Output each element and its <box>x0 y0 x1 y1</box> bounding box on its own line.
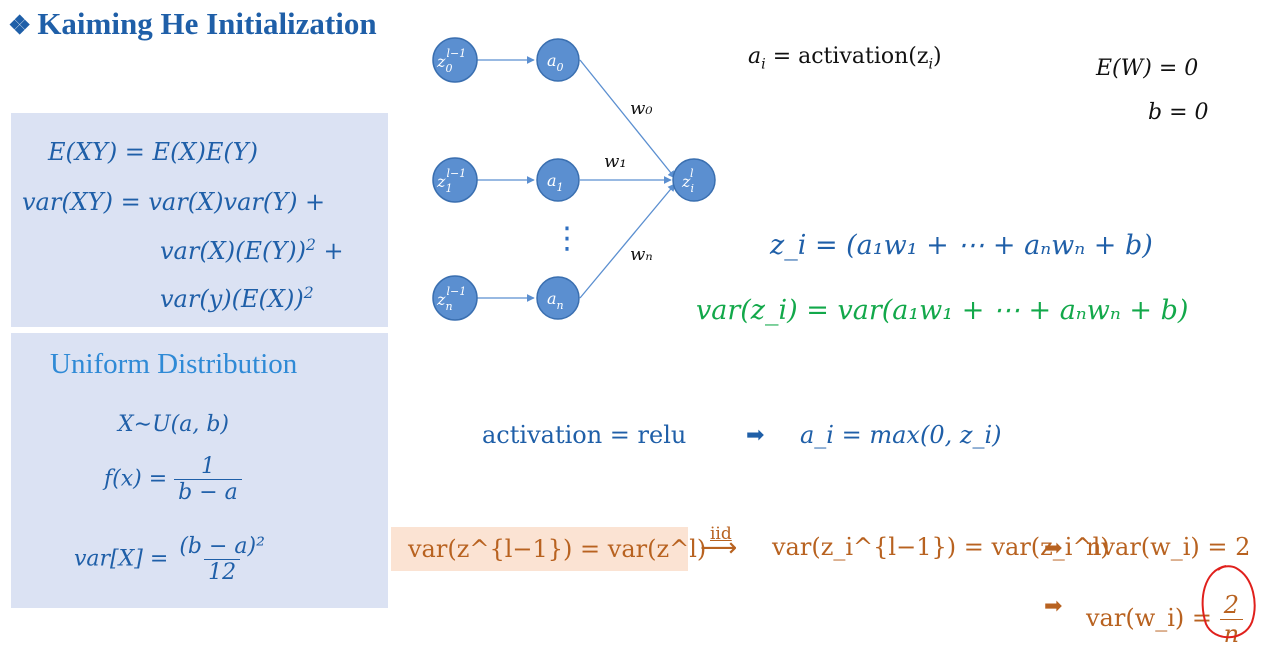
variance-product-eq-line2: var(X)(E(Y))2 + <box>160 236 344 265</box>
weight-w1: w₁ <box>604 151 627 172</box>
node-zn: znl−1 <box>432 275 478 321</box>
svg-text:znl−1: znl−1 <box>436 285 466 313</box>
svg-text:z0l−1: z0l−1 <box>436 47 466 75</box>
activation-relu-eq: activation = relu <box>482 421 687 449</box>
node-a1: a1 <box>536 158 580 202</box>
var-w-lhs: var(w_i) = <box>1086 604 1220 632</box>
iid-label: iid <box>710 524 732 544</box>
svg-text:a0: a0 <box>547 51 564 74</box>
ellipsis-vertical: ⋮ <box>552 221 582 256</box>
edge-an-zi <box>579 183 676 299</box>
var-w-denominator: n <box>1219 619 1244 648</box>
var-lhs: var[X] = <box>74 546 176 572</box>
node-zi: zil <box>672 158 716 202</box>
identities-panel <box>11 113 388 327</box>
right-arrow-icon: ➡ <box>746 423 765 448</box>
nvar-eq: nvar(w_i) = 2 <box>1086 533 1251 561</box>
uniform-panel <box>11 333 388 608</box>
var-numerator: (b − a)² <box>179 534 265 559</box>
variance-product-eq-line3: var(y)(E(X))2 <box>160 284 314 313</box>
variance-term-3: var(y)(E(X)) <box>160 285 304 313</box>
svg-text:zil: zil <box>681 167 694 195</box>
var-zi-eq: var(z_i) = var(a₁w₁ + ⋯ + aₙwₙ + b) <box>696 295 1189 326</box>
pdf-denominator: b − a <box>174 479 242 505</box>
handwritten-circle-mark <box>1201 565 1256 639</box>
z-sub: i <box>928 56 934 73</box>
var-layers-eq: var(z^{l−1}) = var(z^l) <box>408 535 707 563</box>
svg-text:z1l−1: z1l−1 <box>436 167 466 195</box>
square-sup: 2 <box>303 284 314 302</box>
node-z0: z0l−1 <box>432 37 478 83</box>
var-layers-i-eq: var(z_i^{l−1}) = var(z_i^l) <box>772 533 1110 561</box>
weight-wn: wₙ <box>630 244 653 265</box>
uniform-dist-eq: X∼U(a, b) <box>118 412 229 437</box>
bias-eq: b = 0 <box>1148 100 1209 125</box>
node-z1: z1l−1 <box>432 157 478 203</box>
var-denominator: 12 <box>204 559 241 585</box>
a-symbol: a <box>748 44 762 69</box>
relu-result-eq: a_i = max(0, z_i) <box>800 421 1002 449</box>
zi-sum-eq: z_i = (a₁w₁ + ⋯ + aₙwₙ + b) <box>770 230 1153 261</box>
diamond-bullet-icon: ❖ <box>8 11 32 40</box>
var-w-numerator: 2 <box>1223 591 1240 619</box>
uniform-heading: Uniform Distribution <box>50 348 298 380</box>
activation-rhs: = activation(z <box>765 44 929 69</box>
network-diagram: z0l−1 z1l−1 znl−1 a0 a1 an zil w₀ w₁ wₙ … <box>432 37 716 321</box>
svg-text:a1: a1 <box>547 171 564 194</box>
a-sub: i <box>761 56 766 73</box>
plus-sign: + <box>315 237 344 265</box>
activation-def-eq: ai = activation(zi) <box>748 44 942 72</box>
node-a0: a0 <box>536 38 580 82</box>
expectation-product-eq: E(XY) = E(X)E(Y) <box>48 138 258 166</box>
weight-w0: w₀ <box>630 98 653 119</box>
close-paren: ) <box>933 44 942 69</box>
node-an: an <box>536 276 580 320</box>
edge-a0-zi <box>579 59 676 179</box>
pdf-lhs: f(x) = <box>104 466 175 492</box>
svg-text:an: an <box>547 289 564 312</box>
highlight-box <box>391 527 688 571</box>
right-arrow-icon-3: ➡ <box>1044 594 1063 619</box>
slide-title: ❖Kaiming He Initialization <box>8 6 377 42</box>
variance-term-2: var(X)(E(Y)) <box>160 237 306 265</box>
expect-w-eq: E(W) = 0 <box>1096 56 1199 81</box>
right-arrow-icon-2: ➡ <box>1044 536 1063 561</box>
pdf-numerator: 1 <box>200 454 215 479</box>
square-sup: 2 <box>305 236 316 254</box>
variance-product-eq-line1: var(XY) = var(X)var(Y) + <box>22 188 326 216</box>
slide-title-text: Kaiming He Initialization <box>37 6 377 41</box>
long-right-arrow-icon: ⟶ <box>700 533 738 563</box>
